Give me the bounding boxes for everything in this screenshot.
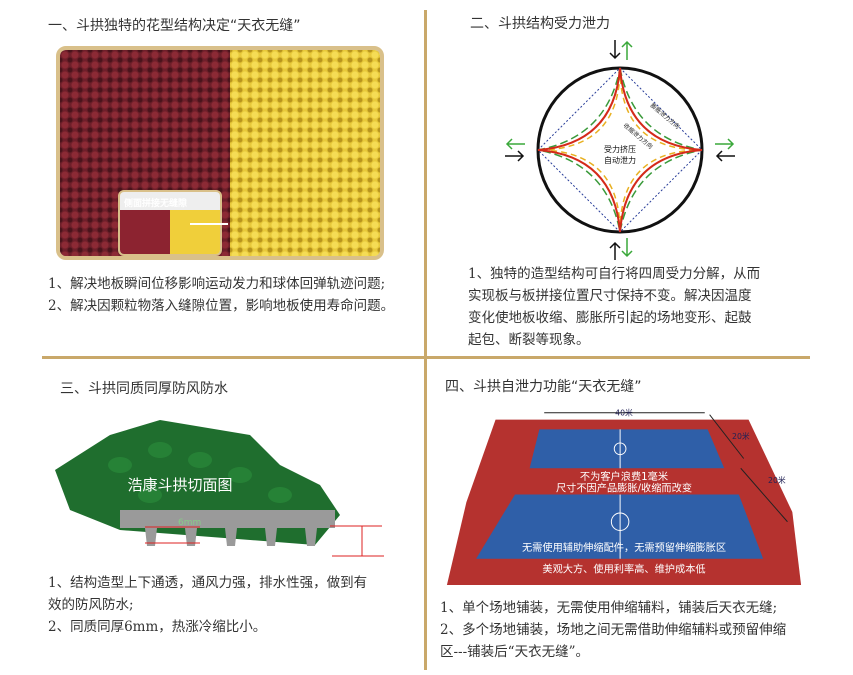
- dim-top: 6mm: [178, 518, 201, 528]
- tile-photo: 侧面拼接无缝隙: [56, 46, 384, 260]
- force-diagram: 膨胀泄力方向 收缩泄力方向 受力挤压 自动泄力: [505, 40, 735, 260]
- court-line2: 尺寸不因产品膨胀/收缩而改变: [556, 482, 692, 495]
- star-curve: [537, 67, 703, 233]
- arrow-icon: [190, 223, 228, 225]
- cross-section-image: 6mm 6mm 浩康斗拱切面图: [55, 420, 384, 557]
- court-line4: 美观大方、使用利率高、维护成本低: [542, 562, 705, 575]
- point: 效的防风防水;: [48, 597, 134, 613]
- section4-title: 四、斗拱自泄力功能“天衣无缝”: [445, 379, 642, 395]
- vertical-divider: [424, 10, 427, 670]
- point: 变化使地板收缩、膨胀所引起的场地变形、起鼓: [468, 310, 752, 326]
- inward-arrows: [505, 40, 735, 260]
- center-label-2: 自动泄力: [604, 155, 636, 165]
- square-outline: [537, 67, 703, 233]
- dim-bottom: 6mm: [163, 534, 186, 544]
- section4-points: 1、单个场地铺装，无需使用伸缩辅料，铺装后天衣无缝; 2、多个场地铺装，场地之间…: [440, 597, 840, 663]
- section2-points: 1、独特的造型结构可自行将四周受力分解，从而 实现板与板拼接位置尺寸保持不变。解…: [468, 263, 828, 351]
- image-label: 浩康斗拱切面图: [127, 476, 232, 494]
- depth-label-1: 20米: [732, 431, 750, 441]
- section1-points: 1、解决地板瞬间位移影响运动发力和球体回弹轨迹问题; 2、解决因颗粒物落入缝隙位…: [48, 273, 428, 317]
- section1-title: 一、斗拱独特的花型结构决定“天衣无缝”: [48, 18, 301, 34]
- center-label-1: 受力挤压: [604, 144, 636, 154]
- outward-arrows: [505, 40, 735, 258]
- section3-points: 1、结构造型上下通透，通风力强，排水性强，做到有 效的防风防水; 2、同质同厚6…: [48, 572, 418, 638]
- yellow-tile: [230, 50, 380, 256]
- point: 2、多个场地铺装，场地之间无需借助伸缩辅料或预留伸缩: [440, 622, 787, 638]
- point: 区---铺装后“天衣无缝”。: [440, 644, 589, 660]
- court-upper: [529, 429, 725, 469]
- point: 1、独特的造型结构可自行将四周受力分解，从而: [468, 266, 761, 282]
- depth-label-2: 20米: [768, 475, 786, 485]
- maroon-tile: [60, 50, 230, 256]
- section3-title: 三、斗拱同质同厚防风防水: [60, 381, 228, 397]
- width-label: 40米: [615, 408, 633, 418]
- point: 2、同质同厚6mm，热涨冷缩比小。: [48, 619, 267, 635]
- point: 实现板与板拼接位置尺寸保持不变。解决因温度: [468, 288, 752, 304]
- section2-title: 二、斗拱结构受力泄力: [470, 16, 610, 32]
- point: 起包、断裂等现象。: [468, 332, 590, 348]
- court-line3: 无需使用辅助伸缩配件，无需预留伸缩膨胀区: [522, 541, 726, 554]
- horizontal-divider: [42, 356, 810, 359]
- expand-label: 膨胀泄力方向: [649, 101, 682, 130]
- point: 2、解决因颗粒物落入缝隙位置，影响地板使用寿命问题。: [48, 298, 395, 314]
- inset-label: 侧面拼接无缝隙: [124, 199, 188, 209]
- court-image: 40米 20米 20米 不为客户浪费1毫米 尺寸不因产品膨胀/收缩而改变 无需使…: [446, 408, 802, 585]
- point: 1、结构造型上下通透，通风力强，排水性强，做到有: [48, 575, 368, 591]
- court-line1: 不为客户浪费1毫米: [580, 470, 668, 483]
- grey-section: [120, 510, 335, 546]
- point: 1、单个场地铺装，无需使用伸缩辅料，铺装后天衣无缝;: [440, 600, 778, 616]
- court-lower: [476, 494, 764, 559]
- point: 1、解决地板瞬间位移影响运动发力和球体回弹轨迹问题;: [48, 276, 386, 292]
